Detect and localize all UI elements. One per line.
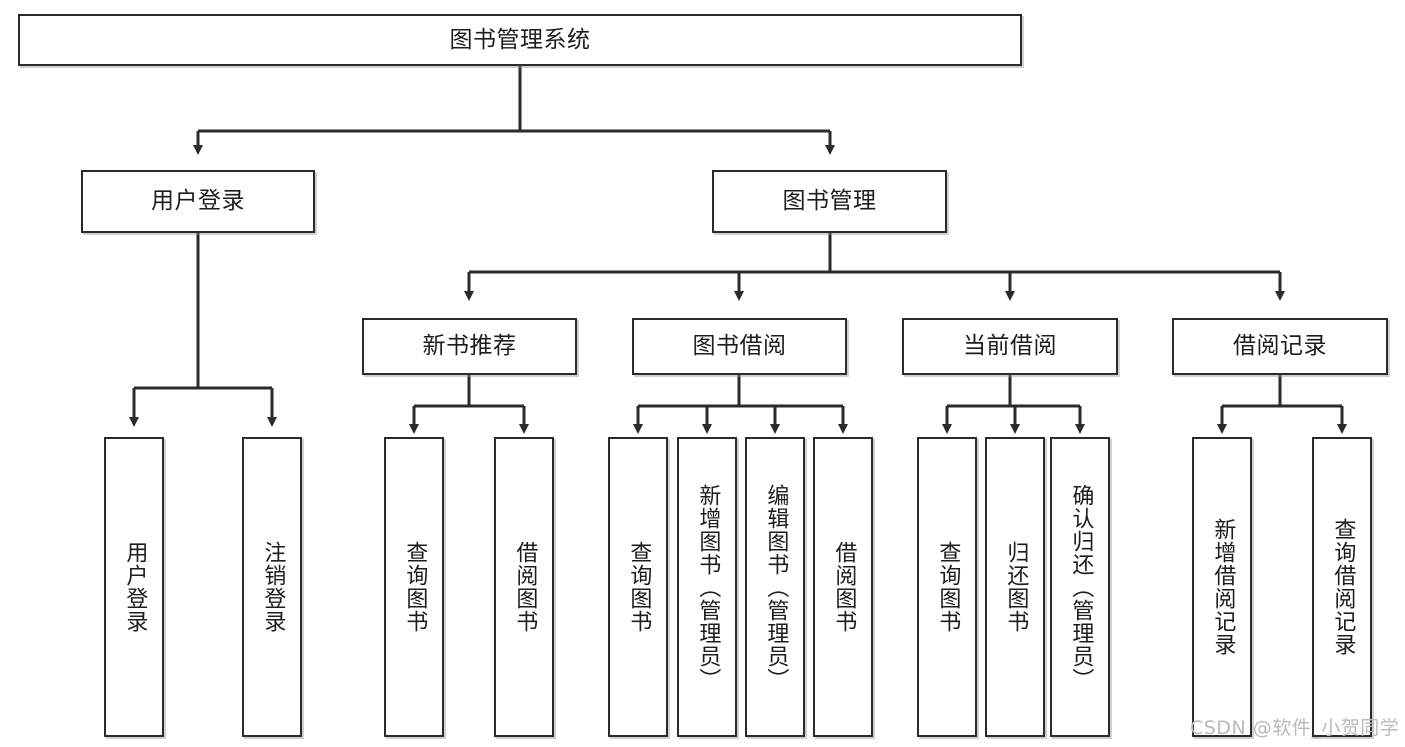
node-leaf-user-login-label: 用户登录 [122, 541, 148, 633]
node-book-manage[interactable]: 图书管理 [712, 170, 947, 233]
node-borrow-record-label: 借阅记录 [1233, 333, 1327, 360]
node-leaf-query-record-label: 查询借阅记录 [1330, 518, 1356, 656]
node-leaf-add-record[interactable]: 新增借阅记录 [1192, 437, 1252, 737]
node-borrow-record[interactable]: 借阅记录 [1172, 318, 1388, 375]
node-leaf-edit-book[interactable]: 编辑图书（管理员） [745, 437, 805, 737]
watermark: CSDN @软件_小贺同学 [1190, 717, 1400, 739]
node-current-borrow-label: 当前借阅 [963, 333, 1057, 360]
node-leaf-query-book-1-label: 查询图书 [402, 541, 428, 633]
node-leaf-confirm-return-label: 确认归还（管理员） [1068, 483, 1094, 691]
node-leaf-add-record-label: 新增借阅记录 [1210, 518, 1236, 656]
node-leaf-user-logout-label: 注销登录 [260, 541, 286, 633]
node-leaf-user-logout[interactable]: 注销登录 [242, 437, 302, 737]
node-leaf-borrow-book-1-label: 借阅图书 [512, 541, 538, 633]
node-leaf-add-book-label: 新增图书（管理员） [695, 483, 721, 691]
node-leaf-borrow-book-2-label: 借阅图书 [831, 541, 857, 633]
node-leaf-return-book[interactable]: 归还图书 [985, 437, 1045, 737]
node-user-login[interactable]: 用户登录 [81, 170, 315, 233]
node-leaf-query-book-2[interactable]: 查询图书 [608, 437, 668, 737]
node-leaf-confirm-return[interactable]: 确认归还（管理员） [1050, 437, 1110, 737]
node-book-borrow-label: 图书借阅 [692, 333, 787, 360]
node-leaf-borrow-book-1[interactable]: 借阅图书 [494, 437, 554, 737]
node-root[interactable]: 图书管理系统 [18, 14, 1022, 66]
node-leaf-user-login[interactable]: 用户登录 [104, 437, 164, 737]
node-new-book-recommend[interactable]: 新书推荐 [362, 318, 577, 375]
node-leaf-query-book-3-label: 查询图书 [935, 541, 961, 633]
node-book-manage-label: 图书管理 [782, 188, 877, 215]
node-leaf-add-book[interactable]: 新增图书（管理员） [677, 437, 737, 737]
node-user-login-label: 用户登录 [151, 188, 245, 215]
node-book-borrow[interactable]: 图书借阅 [632, 318, 847, 375]
node-leaf-borrow-book-2[interactable]: 借阅图书 [813, 437, 873, 737]
node-root-label: 图书管理系统 [449, 26, 591, 53]
node-leaf-query-book-2-label: 查询图书 [626, 541, 652, 633]
node-leaf-query-book-1[interactable]: 查询图书 [384, 437, 444, 737]
node-new-book-recommend-label: 新书推荐 [422, 333, 517, 360]
node-current-borrow[interactable]: 当前借阅 [902, 318, 1118, 375]
node-leaf-return-book-label: 归还图书 [1003, 541, 1029, 633]
node-leaf-edit-book-label: 编辑图书（管理员） [763, 483, 789, 691]
node-leaf-query-record[interactable]: 查询借阅记录 [1312, 437, 1372, 737]
node-leaf-query-book-3[interactable]: 查询图书 [917, 437, 977, 737]
